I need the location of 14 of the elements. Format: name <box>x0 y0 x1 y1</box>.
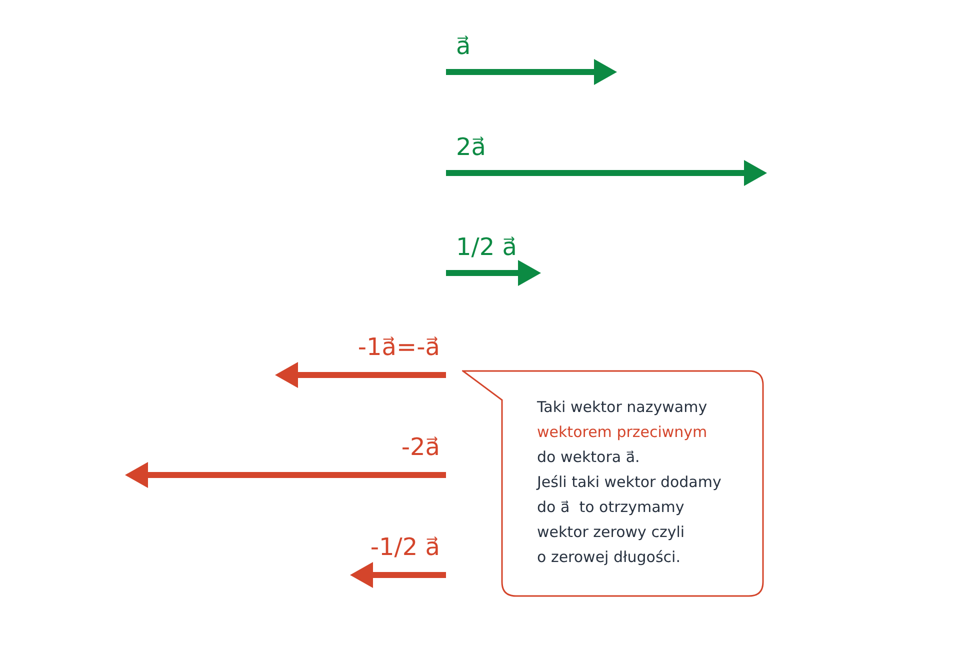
callout-text: Jeśli taki wektor dodamy <box>537 472 722 493</box>
callout-text: o zerowej długości. <box>537 547 682 568</box>
callout-text: wektorem przeciwnym <box>537 422 708 443</box>
vector-label: 1/2 a⃗ <box>456 232 517 263</box>
callout-text: Taki wektor nazywamy <box>537 397 708 418</box>
callout-text: wektor zerowy czyli <box>537 522 686 543</box>
speech-bubble <box>462 370 765 598</box>
vector-label: -1a⃗=-a⃗ <box>358 332 440 363</box>
vector-label: -1/2 a⃗ <box>370 532 440 563</box>
callout-text: do a⃗ to otrzymamy <box>537 497 686 518</box>
vector-label: a⃗ <box>456 31 471 62</box>
callout-text: do wektora a⃗. <box>537 447 641 468</box>
vector-label: -2a⃗ <box>401 432 440 463</box>
vector-label: 2a⃗ <box>456 132 486 163</box>
